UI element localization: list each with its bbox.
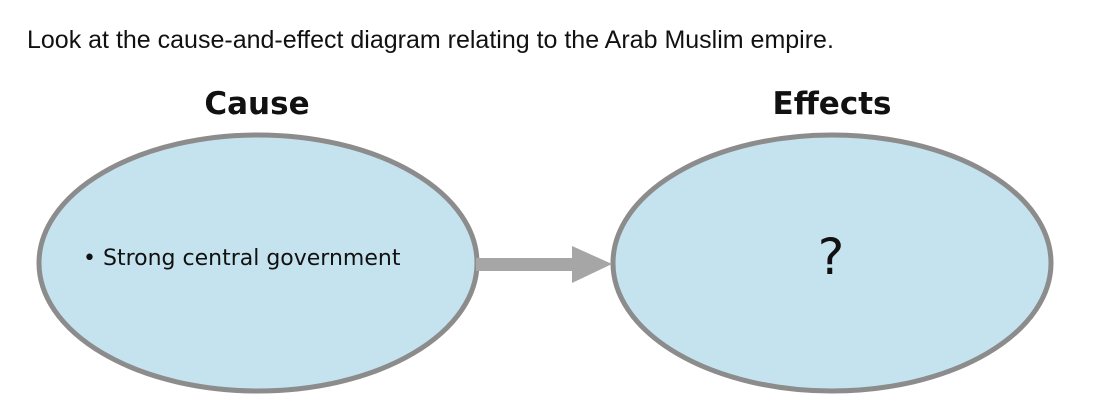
effects-heading: Effects bbox=[772, 86, 892, 122]
right-arrow-icon bbox=[476, 246, 612, 283]
question-prompt: Look at the cause-and-effect diagram rel… bbox=[27, 26, 834, 54]
effects-ellipse bbox=[610, 132, 1054, 394]
cause-item-label: Strong central government bbox=[102, 246, 401, 271]
effects-placeholder: ? bbox=[817, 228, 845, 286]
cause-item: • Strong central government bbox=[83, 246, 400, 271]
bullet-point: • bbox=[83, 246, 96, 271]
cause-heading: Cause bbox=[204, 86, 310, 122]
